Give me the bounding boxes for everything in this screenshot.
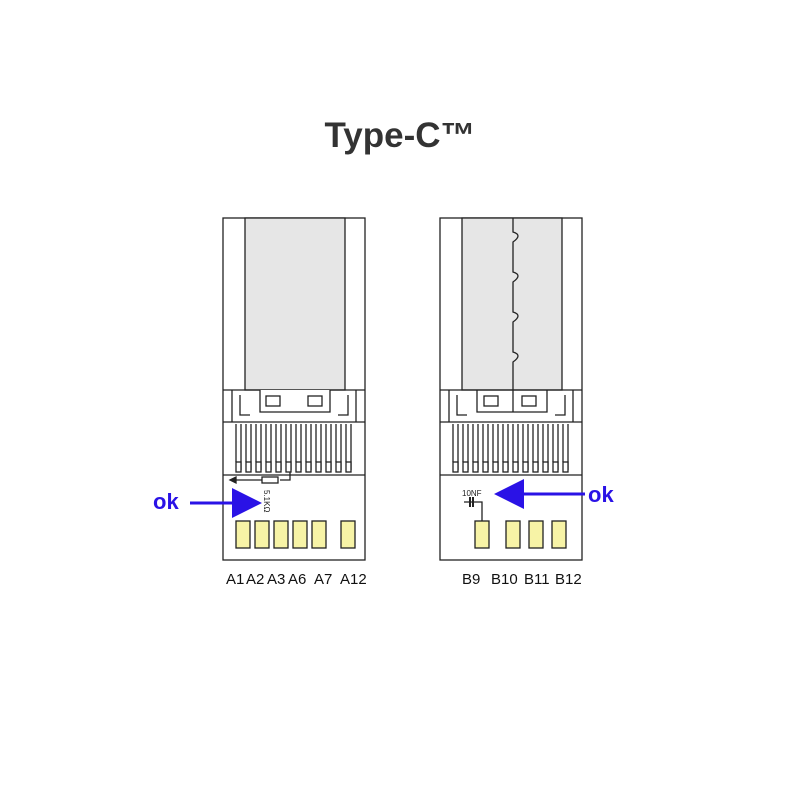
contact-pad [292, 520, 308, 549]
right-shell [461, 217, 563, 391]
contact-tooth-foot [562, 461, 569, 473]
contact-tooth-foot [295, 461, 302, 473]
contact-tooth-foot [472, 461, 479, 473]
resistor-label: 5.1KΩ [262, 490, 271, 512]
contact-tooth-foot [492, 461, 499, 473]
left-contact-teeth [235, 424, 352, 473]
contact-tooth-foot [552, 461, 559, 473]
left-latch-hole [265, 395, 281, 407]
contact-tooth-foot [325, 461, 332, 473]
contact-tooth-foot [522, 461, 529, 473]
pin-label: A6 [288, 571, 306, 588]
contact-tooth-foot [542, 461, 549, 473]
contact-pad [254, 520, 270, 549]
contact-pad [474, 520, 490, 549]
left-latch-hole [307, 395, 323, 407]
diagram-title: Type-C™ [324, 116, 476, 155]
contact-tooth-foot [482, 461, 489, 473]
contact-tooth-foot [502, 461, 509, 473]
left-connector [222, 217, 366, 561]
capacitor-label: 10NF [462, 489, 482, 498]
contact-pad [340, 520, 356, 549]
contact-tooth-foot [275, 461, 282, 473]
pin-label: B10 [491, 571, 518, 588]
left-ok-annotation: ok [153, 489, 179, 514]
pin-label: B12 [555, 571, 582, 588]
right-contact-teeth [452, 424, 569, 473]
pin-label: A1 [226, 571, 244, 588]
contact-tooth-foot [255, 461, 262, 473]
pin-label: A12 [340, 571, 367, 588]
contact-tooth-foot [512, 461, 519, 473]
contact-pad [311, 520, 327, 549]
contact-tooth-foot [305, 461, 312, 473]
pin-label: B9 [462, 571, 480, 588]
contact-pad [505, 520, 521, 549]
contact-tooth-foot [452, 461, 459, 473]
pin-label: A7 [314, 571, 332, 588]
contact-pad [528, 520, 544, 549]
contact-tooth-foot [532, 461, 539, 473]
contact-tooth-foot [345, 461, 352, 473]
contact-tooth-foot [265, 461, 272, 473]
right-ok-annotation: ok [588, 482, 614, 507]
pin-label: B11 [524, 571, 550, 588]
contact-pad [551, 520, 567, 549]
contact-tooth-foot [285, 461, 292, 473]
shell-seam [512, 218, 519, 412]
contact-tooth-foot [245, 461, 252, 473]
right-connector [439, 217, 583, 561]
contact-tooth-foot [235, 461, 242, 473]
contact-pad [273, 520, 289, 549]
resistor-icon [261, 476, 279, 484]
pin-label: A2 [246, 571, 264, 588]
contact-tooth-foot [335, 461, 342, 473]
contact-tooth-foot [315, 461, 322, 473]
contact-pad [235, 520, 251, 549]
left-shell [244, 217, 346, 391]
contact-tooth-foot [462, 461, 469, 473]
pin-label: A3 [267, 571, 285, 588]
